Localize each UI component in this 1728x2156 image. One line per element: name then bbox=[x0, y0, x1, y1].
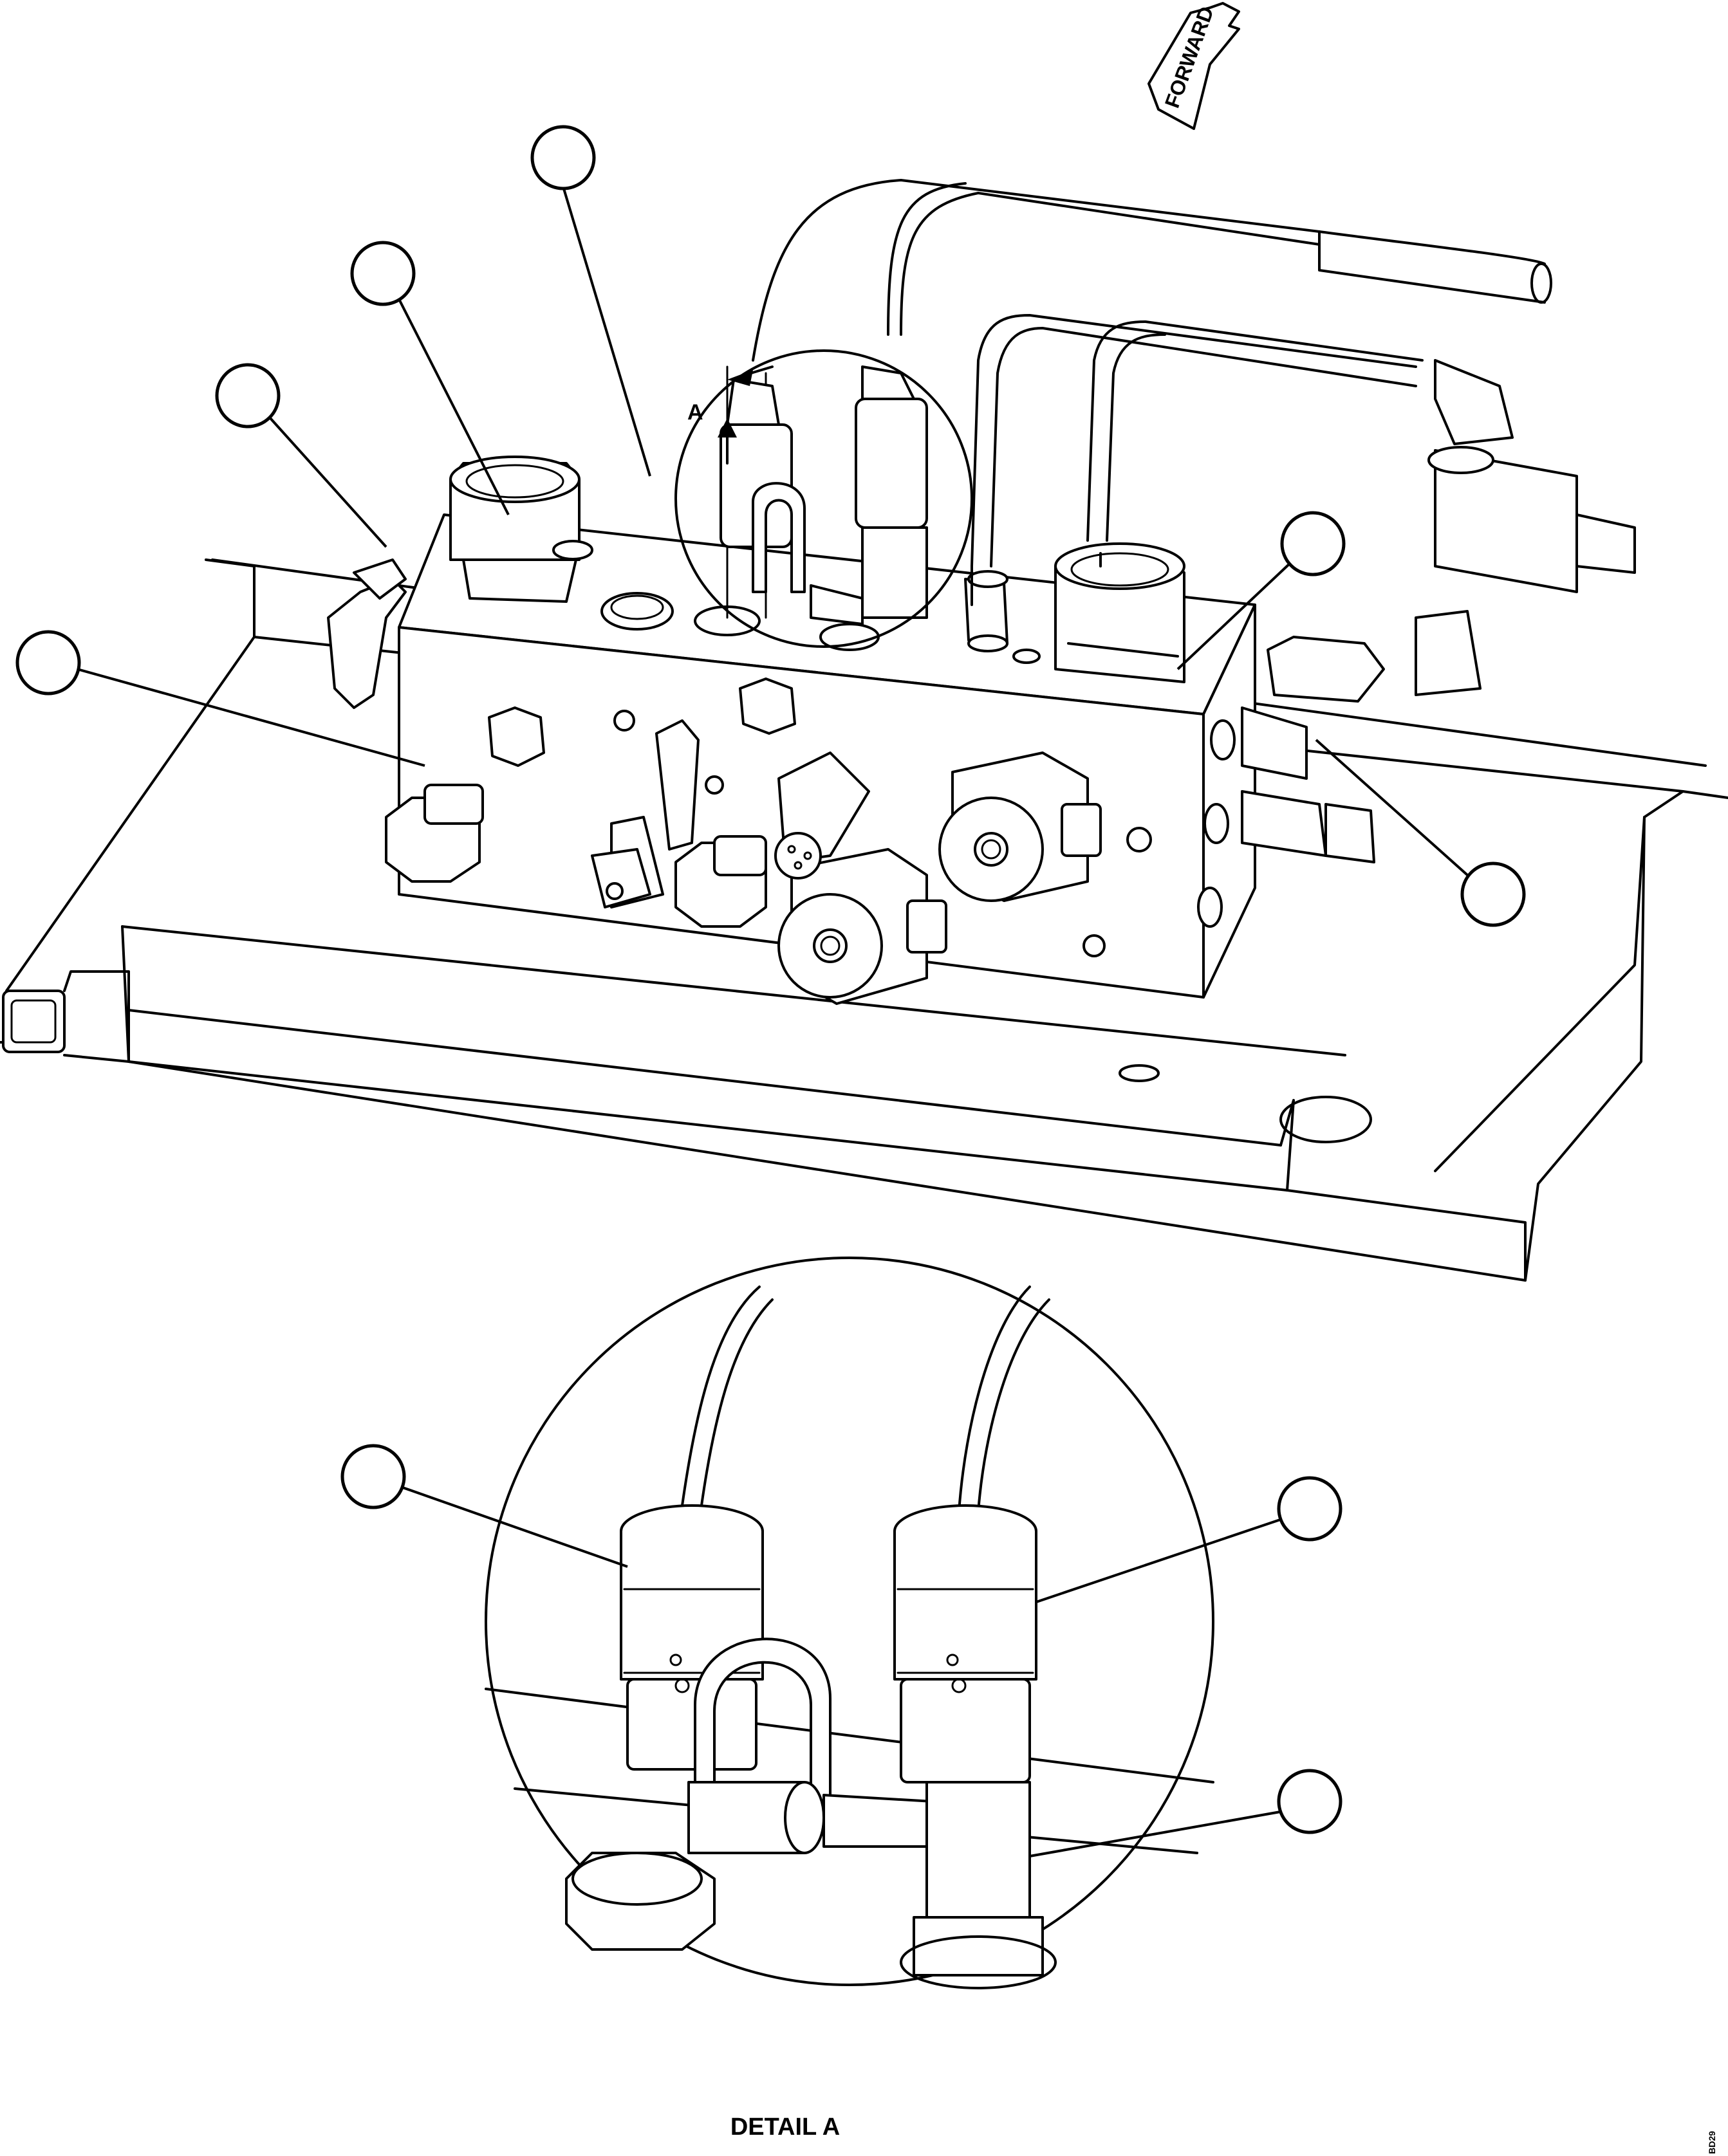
detail-a-region: A bbox=[674, 349, 973, 648]
detail-sensor-left bbox=[620, 1504, 764, 1771]
solenoid-coil-left bbox=[777, 848, 947, 1005]
front-face-components bbox=[385, 677, 1152, 1005]
view-marker-label: A bbox=[687, 400, 703, 425]
solenoid-coil-right bbox=[938, 751, 1102, 902]
callout-bubble bbox=[530, 125, 651, 477]
detail-caption: DETAIL A bbox=[730, 2114, 840, 2141]
callout-bubble bbox=[215, 363, 387, 548]
callout-bubble bbox=[1029, 1769, 1342, 1857]
callout-bubble bbox=[15, 630, 425, 767]
callout-bubble bbox=[1315, 739, 1526, 927]
forward-arrow: FORWARD bbox=[1147, 2, 1240, 130]
right-face-fittings bbox=[1197, 636, 1385, 928]
detail-sensor-right bbox=[893, 1504, 1037, 1783]
top-port-fittings bbox=[449, 456, 1185, 683]
detail-a-view bbox=[485, 1257, 1214, 1989]
callout-bubble bbox=[350, 241, 510, 515]
valve-manifold bbox=[327, 456, 1385, 1005]
hose-lines bbox=[752, 179, 1636, 696]
callouts bbox=[15, 125, 1526, 1857]
callout-bubble bbox=[340, 1444, 628, 1568]
callout-bubble bbox=[1176, 511, 1346, 670]
drawing-id: BD29 bbox=[1707, 2131, 1717, 2154]
pressure-sensor bbox=[774, 751, 870, 880]
callout-bubble bbox=[1036, 1476, 1342, 1603]
